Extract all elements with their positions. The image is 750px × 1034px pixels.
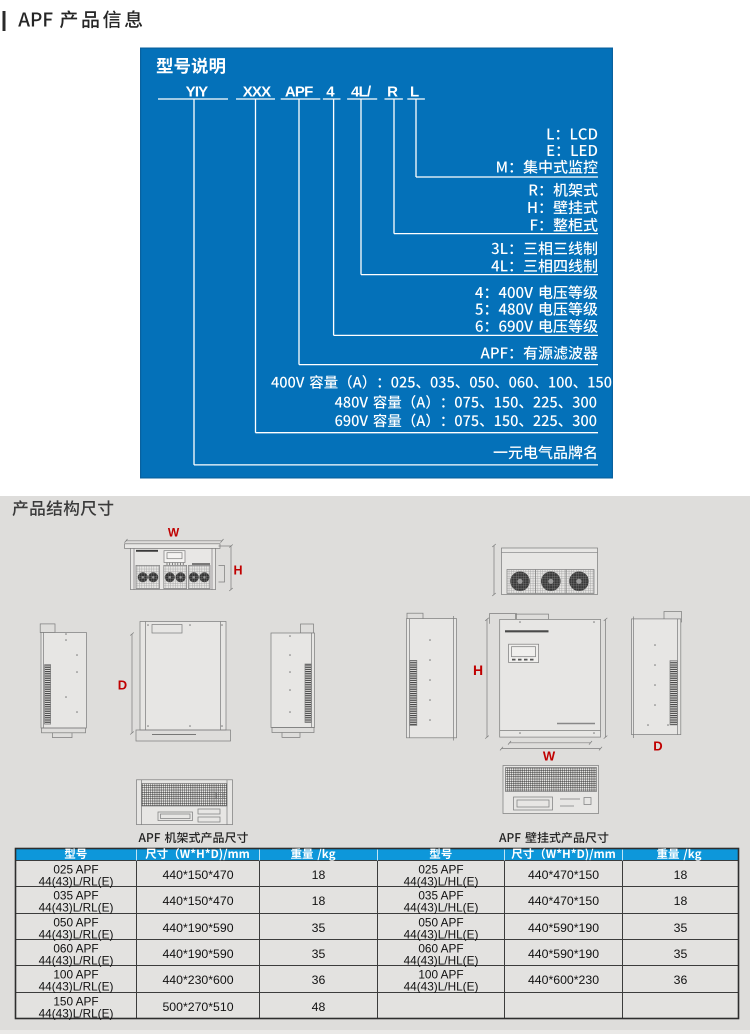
svg-text:35: 35 — [674, 947, 688, 961]
svg-text:18: 18 — [674, 868, 688, 882]
svg-text:050 APF: 050 APF — [418, 915, 463, 929]
svg-text:150 APF: 150 APF — [53, 994, 98, 1008]
svg-text:440*590*190: 440*590*190 — [528, 921, 599, 935]
svg-text:36: 36 — [674, 973, 688, 987]
svg-text:H: H — [233, 564, 242, 578]
svg-text:R: R — [387, 84, 398, 101]
svg-text:035 APF: 035 APF — [53, 888, 98, 902]
svg-text:035 APF: 035 APF — [418, 888, 463, 902]
svg-text:44(43)L/HL(E): 44(43)L/HL(E) — [404, 954, 479, 968]
svg-text:100 APF: 100 APF — [418, 967, 463, 981]
svg-text:025 APF: 025 APF — [418, 862, 463, 876]
svg-text:440*150*470: 440*150*470 — [162, 868, 233, 882]
svg-text:440*600*230: 440*600*230 — [528, 973, 599, 987]
svg-text:440*150*470: 440*150*470 — [162, 894, 233, 908]
svg-text:L: L — [410, 84, 419, 101]
svg-text:18: 18 — [312, 894, 326, 908]
svg-text:D: D — [118, 678, 127, 693]
svg-text:500*270*510: 500*270*510 — [162, 1000, 233, 1014]
svg-text:025 APF: 025 APF — [53, 862, 98, 876]
svg-text:35: 35 — [312, 947, 326, 961]
svg-text:44(43)L/RL(E): 44(43)L/RL(E) — [39, 901, 114, 915]
svg-text:44(43)L/RL(E): 44(43)L/RL(E) — [39, 980, 114, 994]
svg-text:YIY: YIY — [186, 84, 209, 101]
svg-text:060 APF: 060 APF — [418, 941, 463, 955]
svg-text:440*470*150: 440*470*150 — [528, 894, 599, 908]
svg-text:D: D — [653, 739, 662, 754]
svg-text:XXX: XXX — [243, 84, 271, 101]
svg-text:35: 35 — [674, 921, 688, 935]
svg-text:440*190*590: 440*190*590 — [162, 947, 233, 961]
svg-text:44(43)L/RL(E): 44(43)L/RL(E) — [39, 954, 114, 968]
svg-text:440*190*590: 440*190*590 — [162, 921, 233, 935]
svg-text:W: W — [543, 749, 556, 764]
svg-text:44(43)L/HL(E): 44(43)L/HL(E) — [404, 901, 479, 915]
svg-text:44(43)L/RL(E): 44(43)L/RL(E) — [39, 1007, 114, 1021]
svg-text:H: H — [473, 662, 483, 678]
svg-text:44(43)L/HL(E): 44(43)L/HL(E) — [404, 875, 479, 889]
svg-text:440*230*600: 440*230*600 — [162, 973, 233, 987]
svg-text:4L/: 4L/ — [351, 84, 372, 101]
svg-text:050 APF: 050 APF — [53, 915, 98, 929]
svg-text:44(43)L/HL(E): 44(43)L/HL(E) — [404, 928, 479, 942]
svg-text:44(43)L/HL(E): 44(43)L/HL(E) — [404, 980, 479, 994]
svg-text:APF: APF — [285, 84, 313, 101]
svg-text:44(43)L/RL(E): 44(43)L/RL(E) — [39, 875, 114, 889]
svg-text:18: 18 — [312, 868, 326, 882]
svg-text:W: W — [168, 526, 180, 540]
svg-text:4: 4 — [326, 84, 335, 101]
svg-text:36: 36 — [312, 973, 326, 987]
svg-text:440*470*150: 440*470*150 — [528, 868, 599, 882]
svg-text:18: 18 — [674, 894, 688, 908]
svg-text:440*590*190: 440*590*190 — [528, 947, 599, 961]
svg-text:44(43)L/RL(E): 44(43)L/RL(E) — [39, 928, 114, 942]
svg-text:060 APF: 060 APF — [53, 941, 98, 955]
svg-text:100 APF: 100 APF — [53, 967, 98, 981]
svg-text:48: 48 — [312, 1000, 326, 1014]
svg-text:35: 35 — [312, 921, 326, 935]
